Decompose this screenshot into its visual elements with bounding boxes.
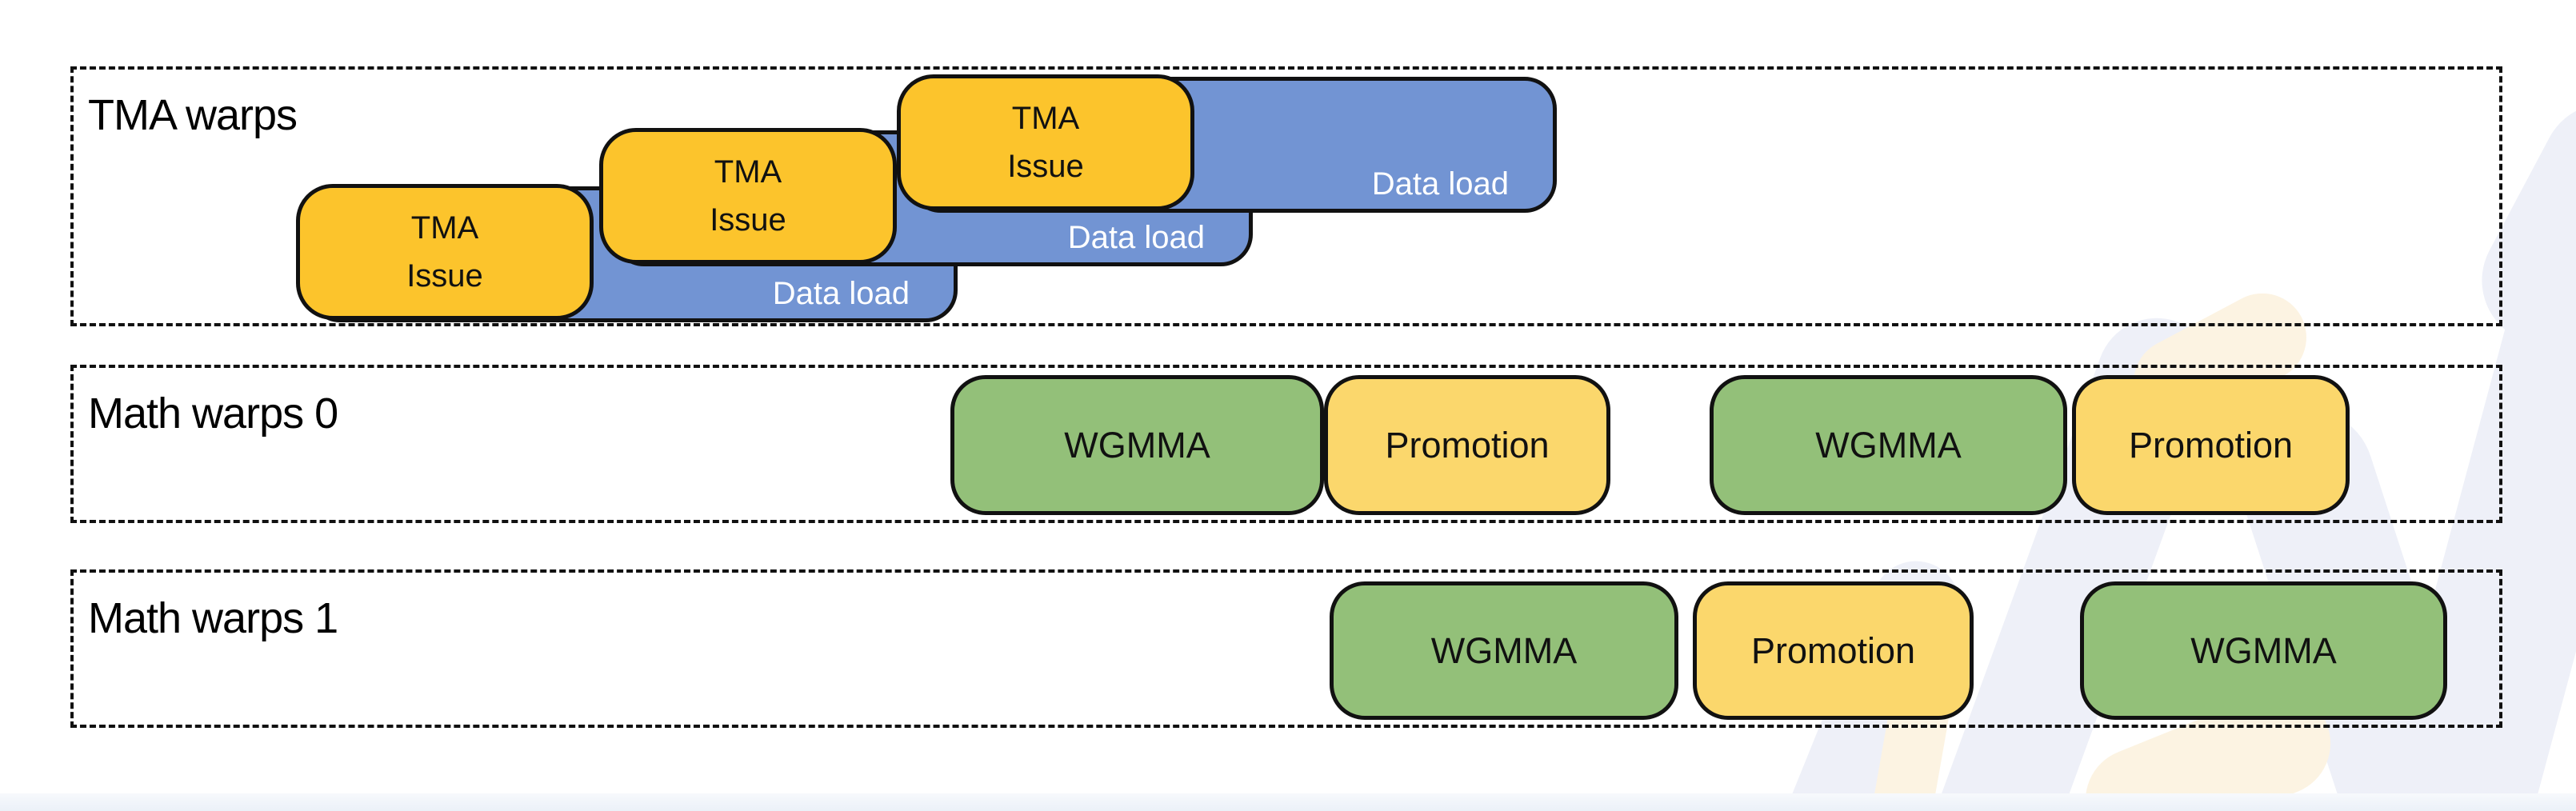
bottom-band bbox=[0, 793, 2576, 811]
tma-issue-label-line1: TMA bbox=[1011, 101, 1080, 136]
wgmma-label: WGMMA bbox=[1430, 629, 1578, 671]
wgmma-block: WGMMA bbox=[1710, 375, 2067, 515]
row-label-math-warps-1: Math warps 1 bbox=[88, 594, 338, 642]
wgmma-block: WGMMA bbox=[1330, 581, 1678, 720]
wgmma-label: WGMMA bbox=[1815, 424, 1962, 465]
tma-issue-label-line2: Issue bbox=[1007, 149, 1084, 184]
data-load-label: Data load bbox=[1067, 220, 1205, 255]
tma-issue-block-3: TMA Issue bbox=[897, 74, 1194, 210]
tma-issue-label-line1: TMA bbox=[410, 210, 479, 246]
row-label-math-warps-0: Math warps 0 bbox=[88, 390, 338, 437]
tma-issue-label-line2: Issue bbox=[406, 258, 483, 294]
wgmma-label: WGMMA bbox=[1064, 424, 1210, 465]
row-tma-warps: TMA warps Data load Data load Data load … bbox=[70, 66, 2502, 326]
promotion-label: Promotion bbox=[1385, 424, 1550, 465]
row-label-tma-warps: TMA warps bbox=[88, 91, 298, 139]
wgmma-block: WGMMA bbox=[950, 375, 1324, 515]
data-load-label: Data load bbox=[772, 276, 910, 311]
promotion-label: Promotion bbox=[2128, 424, 2294, 465]
promotion-block: Promotion bbox=[1693, 581, 1974, 720]
wgmma-block: WGMMA bbox=[2080, 581, 2447, 720]
promotion-block: Promotion bbox=[1324, 375, 1610, 515]
promotion-label: Promotion bbox=[1750, 629, 1916, 671]
data-load-label: Data load bbox=[1371, 166, 1509, 202]
row-math-warps-1: Math warps 1 WGMMA Promotion WGMMA bbox=[70, 569, 2502, 728]
row-math-warps-0: Math warps 0 WGMMA Promotion WGMMA Promo… bbox=[70, 365, 2502, 523]
tma-issue-label-line1: TMA bbox=[714, 154, 782, 190]
tma-issue-block-2: TMA Issue bbox=[599, 128, 897, 264]
wgmma-label: WGMMA bbox=[2190, 629, 2337, 671]
tma-issue-label-line2: Issue bbox=[710, 202, 786, 238]
tma-issue-block-1: TMA Issue bbox=[296, 184, 594, 320]
promotion-block: Promotion bbox=[2072, 375, 2350, 515]
